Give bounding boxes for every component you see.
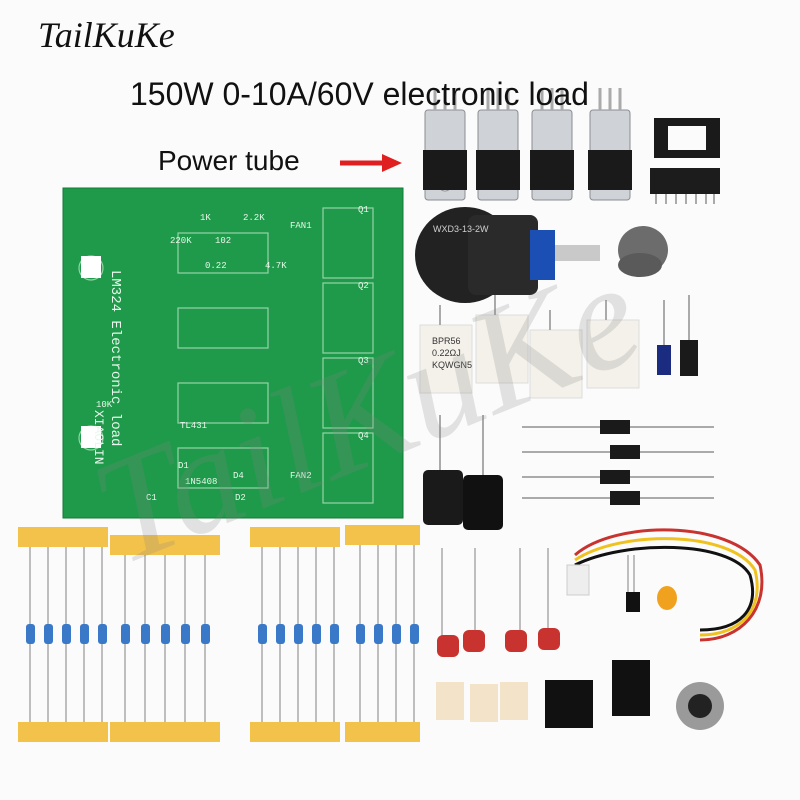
electrolytic-capacitor-group [423, 415, 503, 530]
pcb-label-c1: C1 [146, 493, 157, 503]
pcb-label-q1: Q1 [358, 205, 369, 215]
header-connector-group [436, 682, 528, 722]
pcb-label-d2: D2 [235, 493, 246, 503]
brand-logo-text: TailKuKe [38, 15, 175, 55]
pcb-label-d4: D4 [233, 471, 244, 481]
pcb-label-tl431: TL431 [180, 421, 207, 431]
power-tube [476, 88, 520, 201]
small-ceramic-cap [657, 586, 677, 610]
power-tube [588, 88, 632, 201]
pcb-label-0-22: 0.22 [205, 261, 227, 271]
power-tube [530, 88, 574, 201]
pcb-label-fan2: FAN2 [290, 471, 312, 481]
pcb-label-220k: 220K [170, 236, 192, 246]
pcb-label-102: 102 [215, 236, 231, 246]
pcb-label-q4: Q4 [358, 431, 369, 441]
pcb-silkscreen-author: XIAOLIN [91, 410, 106, 465]
small-capacitor-group [657, 295, 698, 376]
resistor-strip [250, 527, 340, 742]
panel-jack [676, 682, 724, 730]
rocker-switch [612, 660, 650, 716]
pcb-silkscreen-title: LM324 Electronic load [107, 270, 123, 446]
potentiometer [415, 207, 600, 303]
pcb-board [62, 187, 404, 519]
resistor-strip [110, 535, 220, 742]
cement-resistor-group [419, 295, 640, 399]
red-arrow-icon [340, 154, 402, 172]
knob [618, 226, 668, 277]
ceramic-capacitor-group [437, 548, 560, 657]
pcb-label-q2: Q2 [358, 281, 369, 291]
pcb-label-q3: Q3 [358, 356, 369, 366]
potentiometer-label: WXD3-13-2W [433, 224, 489, 234]
resistor-strip-group [18, 525, 420, 742]
product-headline: 150W 0-10A/60V electronic load [130, 76, 589, 112]
fan-wire [566, 528, 764, 642]
resistor-strip [18, 527, 108, 742]
cement-resistor-label-1: BPR56 [432, 336, 461, 346]
power-tube-callout: Power tube [158, 145, 300, 176]
small-transistor [626, 555, 640, 612]
dc-jack [545, 680, 593, 728]
ic-chip [650, 168, 720, 204]
diode-group [522, 420, 714, 505]
pcb-label-10k: 10K [96, 400, 113, 410]
pcb-label-d1: D1 [178, 461, 189, 471]
cement-resistor-label-3: KQWGN5 [432, 360, 472, 370]
resistor-strip [345, 525, 420, 742]
pcb-label-2-2k: 2.2K [243, 213, 265, 223]
pcb-label-1n5408: 1N5408 [185, 477, 217, 487]
pcb-label-fan1: FAN1 [290, 221, 312, 231]
pcb-label-1k: 1K [200, 213, 211, 223]
power-tube [423, 88, 467, 201]
pcb-label-4-7k: 4.7K [265, 261, 287, 271]
ic-socket [654, 118, 720, 158]
cement-resistor-label-2: 0.22ΩJ [432, 348, 461, 358]
power-tube-group [423, 88, 632, 201]
